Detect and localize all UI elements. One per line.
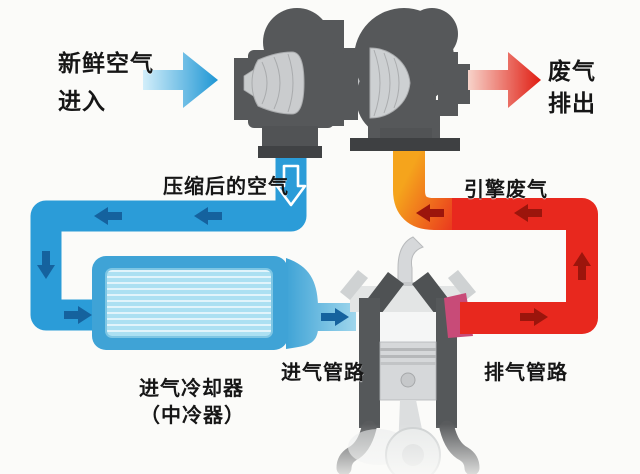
exhaust-pipe-loop xyxy=(393,150,598,338)
label-exhaust-out-line1: 废气 xyxy=(548,59,596,85)
label-exhaust-pipe: 排气管路 xyxy=(484,360,568,384)
label-engine-exhaust: 引擎废气 xyxy=(464,177,548,201)
label-compressed-air: 压缩后的空气 xyxy=(163,174,289,198)
intercooler-outlet-cone xyxy=(286,258,318,349)
exhaust-out-arrow-icon xyxy=(468,52,541,108)
turbocharger xyxy=(234,8,470,158)
intercooler xyxy=(92,256,356,350)
piston xyxy=(379,341,437,401)
label-intake-pipe: 进气管路 xyxy=(281,360,365,384)
label-exhaust-out-line2: 排出 xyxy=(548,91,596,117)
turbine-wheel xyxy=(369,47,411,119)
cylinder-wall-left xyxy=(359,298,380,428)
engine xyxy=(330,236,510,474)
label-intercooler-line2: （中冷器） xyxy=(140,403,245,427)
label-fresh-air-line2: 进入 xyxy=(58,89,106,115)
intake-pipe-loop xyxy=(30,148,307,331)
fresh-air-arrow-icon xyxy=(143,52,218,108)
compressed-air-down-arrow-icon xyxy=(275,164,307,207)
intercooler-core xyxy=(105,268,273,338)
label-intercooler-line1: 进气冷却器 xyxy=(139,376,244,400)
label-fresh-air-line1: 新鲜空气 xyxy=(58,51,154,77)
turbine-inlet-elbow xyxy=(393,150,458,230)
compressor-wheel xyxy=(243,51,305,115)
